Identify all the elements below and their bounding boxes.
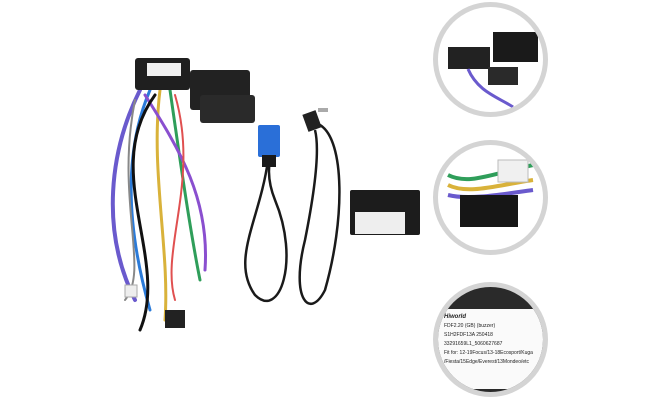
label-line-code: S1H2FDF13A 250418	[444, 332, 493, 338]
decoder-box-label	[355, 212, 405, 234]
label-line-serial: 33291659L1_5060627687	[444, 341, 503, 347]
product-label: Hiworld FDF2.20 (GB) (buzzer) S1H2FDF13A…	[438, 309, 543, 389]
callout-label-detail: Hiworld FDF2.20 (GB) (buzzer) S1H2FDF13A…	[433, 282, 548, 397]
blue-connector	[258, 125, 280, 157]
callout-connector-detail	[433, 2, 548, 117]
antenna-adapter-cable	[298, 123, 341, 305]
module-sticker	[147, 63, 181, 76]
label-brand: Hiworld	[444, 314, 466, 320]
label-line-fit-cont: /Fiesta/15Edge/Everest/13Mondeo/etc	[444, 359, 530, 365]
label-line-model: FDF2.20 (GB) (buzzer)	[444, 323, 496, 329]
callout-plug-detail	[433, 140, 548, 255]
usb-adapter-cable	[244, 149, 288, 303]
label-line-fit: Fit for: 12-19Focus/13-18Ecosport/Kuga	[444, 350, 533, 356]
wiring-harness	[110, 88, 208, 332]
